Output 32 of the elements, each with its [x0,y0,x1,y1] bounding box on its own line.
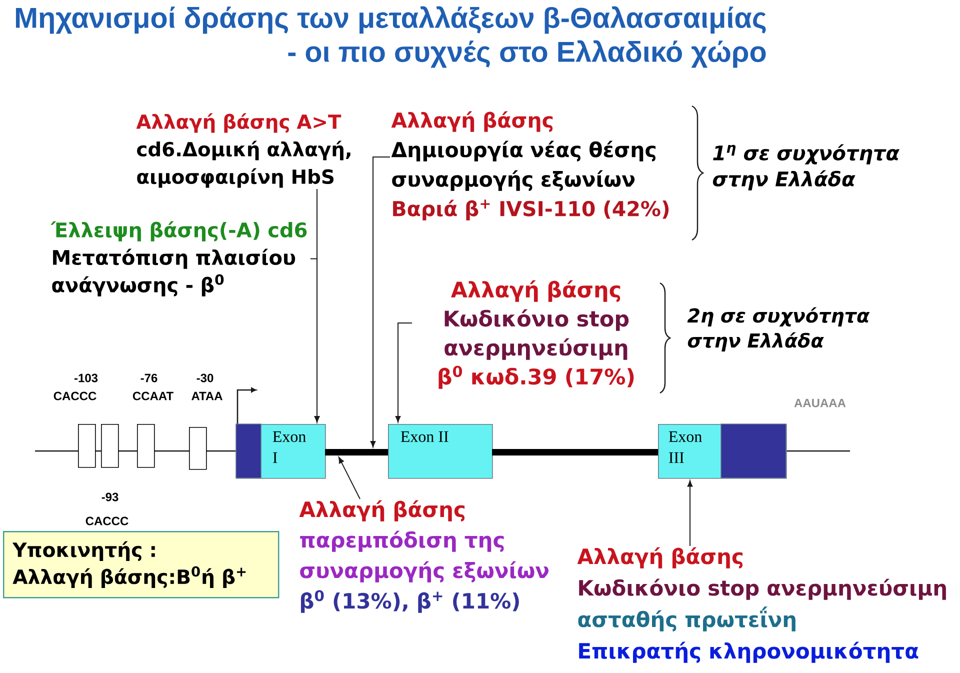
leader-arrow [687,480,693,546]
intron-bar [325,449,388,456]
title: Μηχανισμοί δράσης των μεταλλάξεων β-Θαλασσαιμίας - οι πιο συχνές στο Ελλαδικό χώρο [16,6,766,68]
promoter-element-box [137,424,155,468]
frequency-note: 2η σε συχνότητα στην Ελλάδα [687,307,870,352]
position-label: -30 [196,374,214,382]
position-label: -93 [102,492,118,502]
promoter-element-box [78,424,96,468]
mutation-note: Αλλαγή βάσης A>T cd6.Δομική αλλαγή, αιμοσφαιρίνη HbS [136,113,350,188]
leader-arrow [395,322,412,422]
exon-box: Exon III [658,424,787,479]
mutation-note: Αλλαγή βάσης Κωδικόνιο stop ανερμηνεύσιμη ασταθής πρωτεΐνη Επικρατής κληρονομικότητα [577,547,946,663]
exon-box: Exon I [236,424,326,479]
motif-label: ATAA [192,392,222,400]
leader-arrow [310,258,320,422]
promoter-element-box [101,424,119,468]
mutation-note: Αλλαγή βάσης Κωδικόνιο stop ανερμηνεύσιμη β$^{0}$ κωδ.39 (17%) [438,280,634,389]
leader-arrow [338,456,360,500]
exon-box: Exon II [388,424,493,479]
position-label: -76 [140,374,158,382]
leader-arrow [370,156,390,448]
mutation-note: Αλλαγή βάσης παρεμπόδιση της συναρμογής εξωνίων β$^{0}$ (13%), β$^{+}$ (11%) [299,500,548,613]
mutation-note: Έλλειψη βάσης(-A) cd6 Μετατόπιση πλαισίου ανάγνωσης - β$^{0}$ [50,221,307,296]
motif-label: CACCC [54,392,96,400]
sequence-label: AAUAAA [794,398,846,408]
promoter-element-box [189,427,207,470]
position-label: -103 [74,374,98,382]
motif-label: CCAAT [132,392,174,400]
mutation-note: Αλλαγή βάσης Δημιουργία νέας θέσης συναρμογής εξωνίων Βαριά β$^{+}$ IVSI-110 (42%) [391,111,669,220]
frequency-note: 1$^{η}$ σε συχνότητα στην Ελλάδα [712,144,900,190]
promoter-note-box: Υποκινητής : Αλλαγή βάσης:Β$^{0}$ή β$^{+}$ [3,531,280,598]
intron-bar [492,449,658,456]
